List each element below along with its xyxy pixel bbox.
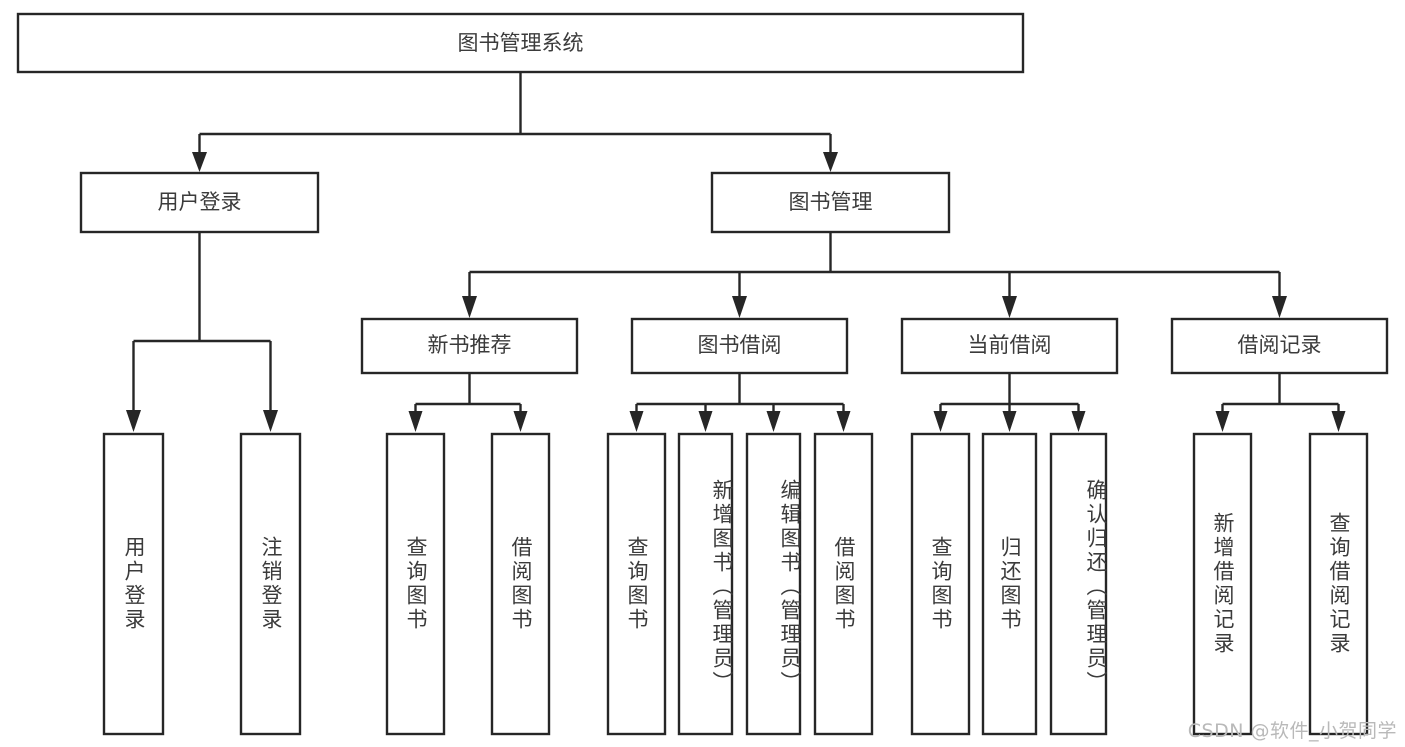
- arrow-bookborrow-leaf-3: [766, 411, 781, 432]
- node-current-borrow-box[interactable]: [900, 317, 1119, 375]
- leaf-borrow-book-1-box[interactable]: [490, 432, 551, 736]
- node-borrow-record[interactable]: 借阅记录: [1170, 317, 1389, 375]
- arrow-root-to-book-manage: [823, 152, 838, 172]
- leaf-confirm-return-box[interactable]: [1049, 432, 1108, 736]
- node-book-manage-box[interactable]: [710, 171, 951, 234]
- leaf-query-book-3-box[interactable]: [910, 432, 971, 736]
- arrow-borrowrecord-leaf-1: [1215, 411, 1230, 432]
- arrow-bookborrow-leaf-1: [629, 411, 644, 432]
- node-user-login[interactable]: 用户登录: [79, 171, 320, 234]
- node-current-borrow-label: 当前借阅: [968, 333, 1052, 357]
- node-new-book-rec-box[interactable]: [360, 317, 579, 375]
- leaf-logout-box[interactable]: [239, 432, 302, 736]
- node-book-borrow-box[interactable]: [630, 317, 849, 375]
- arrow-bookmanage-to-newbook: [462, 296, 477, 318]
- leaf-return-book-box[interactable]: [981, 432, 1038, 736]
- watermark-text: CSDN @软件_小贺同学: [1187, 720, 1397, 742]
- arrow-borrowrecord-leaf-2: [1331, 411, 1346, 432]
- leaf-add-book-box[interactable]: [677, 432, 734, 736]
- node-borrow-record-label: 借阅记录: [1238, 333, 1322, 357]
- connector-layer: [126, 72, 1346, 432]
- arrow-newbook-leaf-1: [408, 411, 423, 432]
- node-user-login-label: 用户登录: [158, 190, 242, 214]
- arrow-bookborrow-leaf-2: [698, 411, 713, 432]
- arrow-bookmanage-to-currentborrow: [1002, 296, 1017, 318]
- arrow-bookmanage-to-bookborrow: [732, 296, 747, 318]
- arrow-userlogin-leaf-1: [126, 410, 141, 432]
- leaf-query-record-box[interactable]: [1308, 432, 1369, 736]
- leaf-add-record-box[interactable]: [1192, 432, 1253, 736]
- leaf-query-book-2-box[interactable]: [606, 432, 667, 736]
- node-new-book-rec[interactable]: 新书推荐: [360, 317, 579, 375]
- arrow-currentborrow-leaf-2: [1002, 411, 1017, 432]
- arrow-currentborrow-leaf-3: [1071, 411, 1086, 432]
- arrow-root-to-user-login: [192, 152, 207, 172]
- leaf-edit-book-box[interactable]: [745, 432, 802, 736]
- node-book-manage-label: 图书管理: [789, 190, 873, 214]
- arrow-currentborrow-leaf-1: [933, 411, 948, 432]
- node-root-label: 图书管理系统: [458, 31, 584, 55]
- node-book-borrow[interactable]: 图书借阅: [630, 317, 849, 375]
- node-new-book-rec-label: 新书推荐: [428, 333, 512, 357]
- node-book-manage[interactable]: 图书管理: [710, 171, 951, 234]
- leaf-user-login-box[interactable]: [102, 432, 165, 736]
- arrow-newbook-leaf-2: [513, 411, 528, 432]
- arrow-userlogin-leaf-2: [263, 410, 278, 432]
- node-root[interactable]: 图书管理系统: [16, 12, 1025, 74]
- node-current-borrow[interactable]: 当前借阅: [900, 317, 1119, 375]
- node-root-box[interactable]: [16, 12, 1025, 74]
- node-book-borrow-label: 图书借阅: [698, 333, 782, 357]
- leaf-query-book-1-box[interactable]: [385, 432, 446, 736]
- node-borrow-record-box[interactable]: [1170, 317, 1389, 375]
- arrow-bookborrow-leaf-4: [836, 411, 851, 432]
- leaf-borrow-book-2-box[interactable]: [813, 432, 874, 736]
- node-user-login-box[interactable]: [79, 171, 320, 234]
- leaf-boxes: [102, 432, 1369, 736]
- arrow-bookmanage-to-borrowrecord: [1272, 296, 1287, 318]
